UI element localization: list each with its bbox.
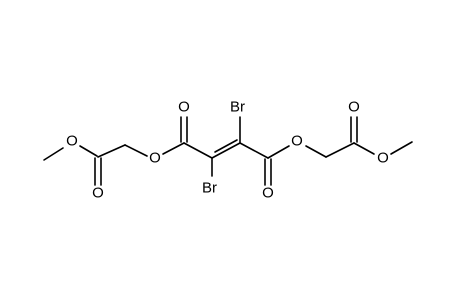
- bond-o-c-left-ester: [79, 145, 98, 157]
- bond-o-ch2-right: [305, 145, 327, 158]
- bond-alkene-double-a: [211, 142, 241, 159]
- bond-alkene-c-right: [239, 142, 269, 159]
- bond-c-o-methoxy-right: [353, 142, 375, 155]
- atom-o-carbonyl-right: O: [348, 99, 360, 116]
- atom-o-carbonyl-left: O: [92, 185, 104, 202]
- bonds: [43, 116, 413, 186]
- atom-labels: O O O O Br Br O O O O: [66, 99, 389, 202]
- bond-o-c-center-left: [162, 142, 185, 155]
- atom-o-ester-right: O: [291, 133, 303, 150]
- atom-o-ester-left: O: [149, 150, 161, 167]
- atom-o-methoxy-right: O: [377, 150, 389, 167]
- bond-ch2-o-left: [124, 144, 148, 157]
- atom-o-carbonyl-center-right: O: [262, 185, 274, 202]
- bond-alkene-double-b: [214, 139, 238, 153]
- atom-o-methoxy-left: O: [66, 133, 78, 150]
- bond-c-ch2-left: [97, 144, 126, 158]
- atom-br-bottom: Br: [202, 180, 217, 197]
- bond-ch2-c-right: [325, 142, 355, 158]
- bond-methyl-o-left: [43, 147, 64, 161]
- atom-br-top: Br: [230, 99, 245, 116]
- bond-o-methyl-right: [390, 141, 413, 155]
- bond-c-o-center-right: [267, 145, 290, 159]
- bond-c-alkene-left: [183, 142, 213, 159]
- atom-o-carbonyl-center-left: O: [178, 99, 190, 116]
